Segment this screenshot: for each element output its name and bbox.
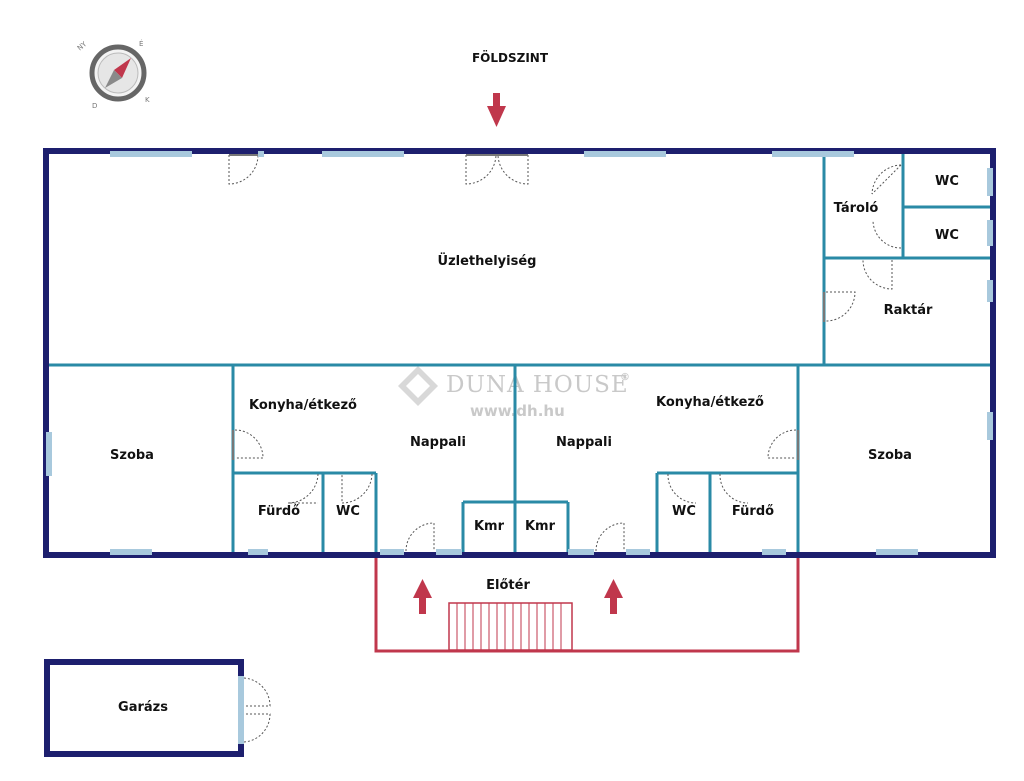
watermark: DUNA HOUSE ® www.dh.hu — [398, 366, 630, 420]
room-label-storage: Tároló — [834, 201, 879, 216]
floor-title: FÖLDSZINT — [472, 50, 549, 65]
room-label-wc-left: WC — [336, 504, 360, 519]
outer-walls — [43, 148, 996, 558]
compass-icon: NY É K D — [76, 39, 150, 110]
garage — [44, 659, 244, 757]
room-label-bath-right: Fürdő — [732, 504, 774, 519]
svg-text:NY: NY — [76, 40, 89, 53]
room-label-bath-left: Fürdő — [258, 504, 300, 519]
room-label-shop: Üzlethelyiség — [438, 253, 537, 269]
entry-arrow-top-icon — [487, 93, 506, 127]
room-label-warehouse: Raktár — [884, 303, 933, 318]
entrance-terrace — [374, 556, 800, 653]
room-label-living-left: Nappali — [410, 435, 466, 450]
svg-text:K: K — [145, 96, 150, 104]
room-label-kitchen-right: Konyha/étkező — [656, 395, 764, 410]
svg-text:www.dh.hu: www.dh.hu — [470, 402, 565, 420]
room-label-pantry-left: Kmr — [474, 519, 505, 534]
entry-arrow-right-icon — [604, 579, 623, 614]
room-label-garage: Garázs — [118, 700, 168, 715]
svg-text:®: ® — [620, 372, 630, 383]
entry-arrow-left-icon — [413, 579, 432, 614]
room-label-wc-right: WC — [672, 504, 696, 519]
inner-walls — [48, 153, 990, 553]
room-label-kitchen-left: Konyha/étkező — [249, 398, 357, 413]
svg-text:D: D — [92, 102, 97, 110]
room-label-wc-top-2: WC — [935, 228, 959, 243]
room-label-living-right: Nappali — [556, 435, 612, 450]
room-label-entrance: Előtér — [486, 578, 530, 593]
doors — [228, 154, 902, 743]
room-label-pantry-right: Kmr — [525, 519, 556, 534]
room-label-wc-top-1: WC — [935, 174, 959, 189]
svg-text:DUNA HOUSE: DUNA HOUSE — [446, 372, 629, 398]
room-label-bedroom-left: Szoba — [110, 448, 154, 463]
room-label-bedroom-right: Szoba — [868, 448, 912, 463]
svg-text:É: É — [139, 39, 143, 48]
